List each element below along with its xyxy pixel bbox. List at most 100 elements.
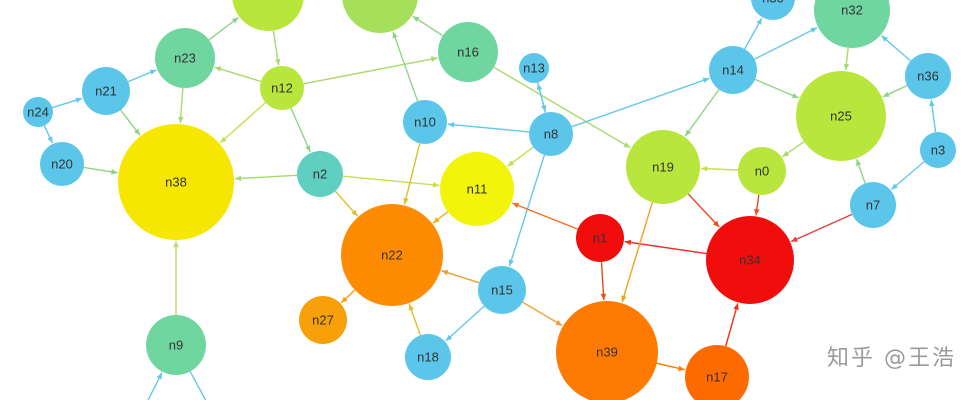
node-n1[interactable]: n1 (576, 214, 624, 262)
node-circle-n32[interactable] (814, 0, 890, 48)
node-n8[interactable]: n8 (529, 112, 573, 156)
node-circle-n2[interactable] (297, 151, 343, 197)
node-n15[interactable]: n15 (478, 266, 526, 314)
edge-n10-to-n22 (403, 143, 421, 205)
edge-n21-to-n23 (127, 69, 157, 83)
node-circle-n18[interactable] (405, 334, 451, 380)
node-circle-n27[interactable] (299, 296, 347, 344)
node-n18[interactable]: n18 (405, 334, 451, 380)
node-label-n20: n20 (51, 157, 73, 172)
node-circle-n10[interactable] (403, 100, 447, 144)
node-n10[interactable]: n10 (403, 100, 447, 144)
edge-n7-to-n25 (855, 159, 866, 184)
node-circle-n7[interactable] (850, 182, 896, 228)
node-circle-n23[interactable] (155, 28, 215, 88)
node-n39[interactable]: n39 (556, 301, 658, 400)
node-circle-n36[interactable] (905, 53, 951, 99)
edge-n12-to-n16 (303, 56, 438, 85)
node-circle-n38[interactable] (118, 124, 234, 240)
node-label-n19: n19 (652, 160, 674, 175)
node-circle-n25[interactable] (796, 71, 886, 161)
node-n27[interactable]: n27 (299, 296, 347, 344)
node-label-n17: n17 (706, 370, 728, 385)
node-circle-n17[interactable] (685, 345, 749, 400)
node-circle-n16[interactable] (438, 22, 498, 82)
node-label-n32: n32 (841, 3, 863, 18)
node-circle-n30[interactable] (751, 0, 795, 20)
edge-n10-to-top-green-2 (392, 31, 419, 102)
node-circle-n0[interactable] (738, 147, 786, 195)
node-label-n16: n16 (457, 45, 479, 60)
node-n34[interactable]: n34 (706, 216, 794, 304)
node-label-n30: n30 (762, 0, 784, 6)
edge-n15-to-n22 (441, 270, 480, 284)
node-circle-n9[interactable] (146, 315, 206, 375)
node-n16[interactable]: n16 (438, 22, 498, 82)
node-n36[interactable]: n36 (905, 53, 951, 99)
edge-n8-to-n13 (536, 83, 547, 113)
node-n30[interactable]: n30 (751, 0, 795, 20)
node-circle-n11[interactable] (440, 152, 514, 226)
node-circle-n22[interactable] (341, 204, 443, 306)
node-top-green-2[interactable] (342, 0, 418, 33)
node-circle-n1[interactable] (576, 214, 624, 262)
node-label-n27: n27 (312, 313, 334, 328)
node-circle-n14[interactable] (709, 46, 757, 94)
node-n20[interactable]: n20 (40, 142, 84, 186)
node-n19[interactable]: n19 (626, 130, 700, 204)
node-n38[interactable]: n38 (118, 124, 234, 240)
edge-n25-to-n0 (782, 141, 805, 158)
edge-n36-to-n32 (880, 35, 912, 62)
node-n14[interactable]: n14 (709, 46, 757, 94)
node-circle-n24[interactable] (23, 97, 53, 127)
node-n17[interactable]: n17 (685, 345, 749, 400)
node-label-n2: n2 (313, 167, 327, 182)
edge-n32-to-n25 (843, 47, 850, 71)
node-circle-n39[interactable] (556, 301, 658, 400)
node-circle-n8[interactable] (529, 112, 573, 156)
node-n13[interactable]: n13 (519, 53, 549, 83)
edge-n2-to-n38 (234, 174, 298, 182)
edge-n20-to-n38 (83, 166, 118, 175)
edge-n3-to-n7 (890, 161, 925, 191)
node-label-n15: n15 (491, 283, 513, 298)
edge-n7-to-n34 (790, 213, 853, 243)
node-n25[interactable]: n25 (796, 71, 886, 161)
node-n32[interactable]: n32 (814, 0, 890, 48)
edge-n14-to-n30 (744, 17, 763, 50)
node-label-n1: n1 (593, 231, 607, 246)
edge-n36-to-n25 (882, 84, 908, 98)
node-circle-top-green-2[interactable] (342, 0, 418, 33)
node-n21[interactable]: n21 (82, 67, 130, 115)
node-label-n3: n3 (931, 143, 945, 158)
node-circle-n15[interactable] (478, 266, 526, 314)
node-n3[interactable]: n3 (920, 132, 956, 168)
node-n7[interactable]: n7 (850, 182, 896, 228)
node-top-green[interactable] (232, 0, 304, 31)
node-n12[interactable]: n12 (260, 66, 304, 110)
node-circle-n21[interactable] (82, 67, 130, 115)
node-label-n39: n39 (596, 345, 618, 360)
node-circle-n3[interactable] (920, 132, 956, 168)
node-circle-n19[interactable] (626, 130, 700, 204)
node-circle-n34[interactable] (706, 216, 794, 304)
edge-n9-to-offscreen-a (189, 371, 207, 400)
node-label-n12: n12 (271, 81, 293, 96)
node-circle-top-green[interactable] (232, 0, 304, 31)
node-circle-n20[interactable] (40, 142, 84, 186)
node-n23[interactable]: n23 (155, 28, 215, 88)
node-label-n14: n14 (722, 63, 744, 78)
edge-top-green-to-n12 (272, 30, 281, 66)
node-circle-n13[interactable] (519, 53, 549, 83)
edge-n12-to-n38 (219, 102, 266, 144)
node-circle-n12[interactable] (260, 66, 304, 110)
node-n24[interactable]: n24 (23, 97, 53, 127)
edge-n1-to-n11 (512, 202, 578, 230)
edge-n2-to-n22 (334, 190, 359, 217)
node-n9[interactable]: n9 (146, 315, 206, 375)
node-n0[interactable]: n0 (738, 147, 786, 195)
node-n22[interactable]: n22 (341, 204, 443, 306)
edge-n21-to-n38 (120, 109, 141, 136)
node-n11[interactable]: n11 (440, 152, 514, 226)
node-n2[interactable]: n2 (297, 151, 343, 197)
